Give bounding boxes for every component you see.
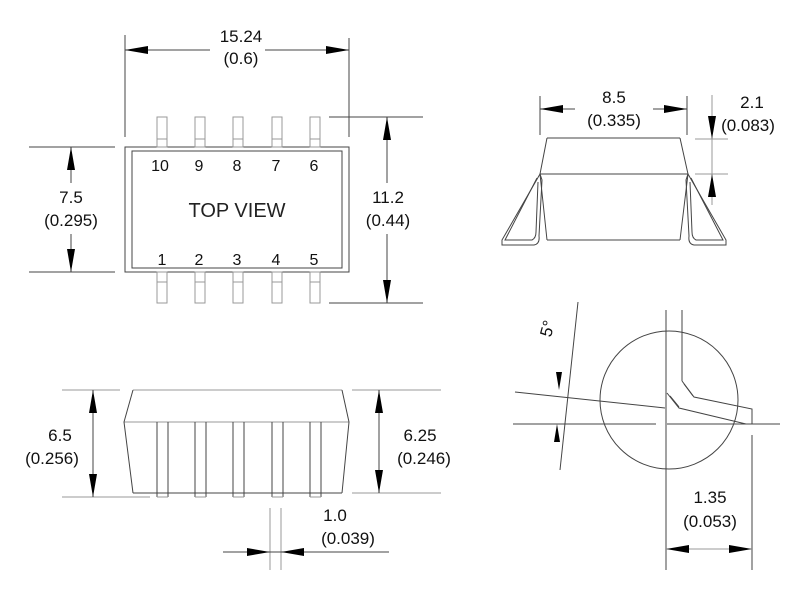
side-view: 6.5 (0.256) 6.25 (0.246) 1.0 (0.039)	[25, 389, 451, 570]
pin	[309, 271, 321, 304]
dim-text: (0.44)	[366, 211, 410, 230]
dim-text: (0.246)	[397, 449, 451, 468]
pin-label: 9	[195, 158, 204, 175]
body-inner-outline	[131, 150, 343, 269]
dim-text: 2.1	[740, 93, 764, 112]
angle-text: 5°	[536, 318, 559, 339]
dim-text: 15.24	[220, 27, 263, 46]
dimension-standoff: 2.1 (0.083)	[695, 93, 775, 205]
pin	[271, 116, 283, 148]
pin-label: 1	[158, 252, 167, 269]
bottom-pins	[156, 271, 321, 304]
dimension-width: 15.24 (0.6)	[124, 27, 350, 137]
dim-text: 8.5	[602, 88, 626, 107]
dim-text: 1.35	[693, 488, 726, 507]
pin	[271, 271, 283, 304]
pin-label: 5	[310, 252, 319, 269]
pin-label: 4	[272, 252, 281, 269]
dimension-lead-length: 1.35 (0.053)	[666, 435, 753, 570]
pin	[232, 271, 244, 304]
dim-text: 7.5	[59, 188, 83, 207]
dim-text: (0.335)	[587, 111, 641, 130]
pin-label: 10	[151, 158, 169, 175]
dimension-end-width: 8.5 (0.335)	[539, 88, 688, 135]
pin	[309, 116, 321, 148]
pin	[156, 116, 168, 148]
dimension-body-height: 6.25 (0.246)	[352, 389, 451, 494]
pin-label: 2	[195, 252, 204, 269]
dim-text: 6.5	[48, 426, 72, 445]
dimension-height: 6.5 (0.256)	[25, 389, 150, 498]
dim-text: 1.0	[323, 506, 347, 525]
pin-label: 3	[233, 252, 242, 269]
pin-label: 8	[233, 158, 242, 175]
dim-text: (0.295)	[44, 211, 98, 230]
pin-label: 6	[310, 158, 319, 175]
dimension-pin-width: 1.0 (0.039)	[223, 506, 389, 570]
pin	[194, 271, 206, 304]
pin-label: 7	[272, 158, 281, 175]
pin	[156, 271, 168, 304]
detail-view: 5° 1.35 (0.053)	[513, 301, 780, 570]
dimension-body-width: 7.5 (0.295)	[29, 146, 115, 273]
dim-text: 6.25	[403, 426, 436, 445]
pin	[232, 116, 244, 148]
end-view: 8.5 (0.335) 2.1 (0.083)	[501, 88, 775, 246]
dim-text: (0.256)	[25, 449, 79, 468]
top-view: 10 9 8 7 6 1 2 3 4 5 TOP VIEW 15.24 (0.6…	[29, 27, 423, 304]
dim-text: (0.6)	[224, 49, 259, 68]
dimension-lead-span: 11.2 (0.44)	[329, 116, 423, 304]
dim-text: 11.2	[372, 188, 404, 207]
side-pins	[156, 422, 322, 498]
top-view-label: TOP VIEW	[188, 200, 285, 222]
pin	[194, 116, 206, 148]
dim-text: (0.039)	[321, 529, 375, 548]
dim-text: (0.083)	[721, 116, 775, 135]
top-pins	[156, 116, 321, 148]
dim-text: (0.053)	[683, 512, 737, 531]
